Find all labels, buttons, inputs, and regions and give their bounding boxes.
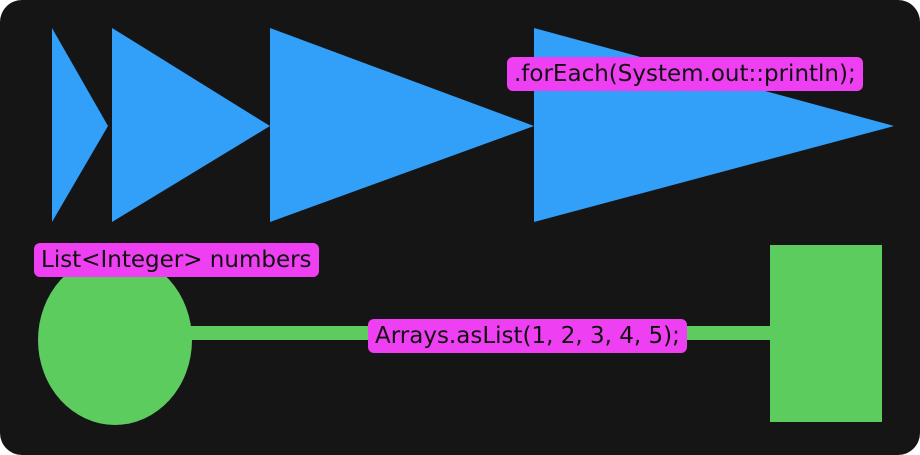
triangle-large	[270, 28, 534, 222]
green-square	[770, 245, 882, 422]
triangle-medium	[112, 28, 270, 222]
arrays-as-list-label: Arrays.asList(1, 2, 3, 4, 5);	[368, 319, 687, 353]
for-each-label: .forEach(System.out::println);	[507, 57, 863, 91]
triangle-small	[52, 28, 108, 222]
list-numbers-label: List<Integer> numbers	[34, 243, 319, 277]
green-ellipse	[38, 255, 192, 425]
